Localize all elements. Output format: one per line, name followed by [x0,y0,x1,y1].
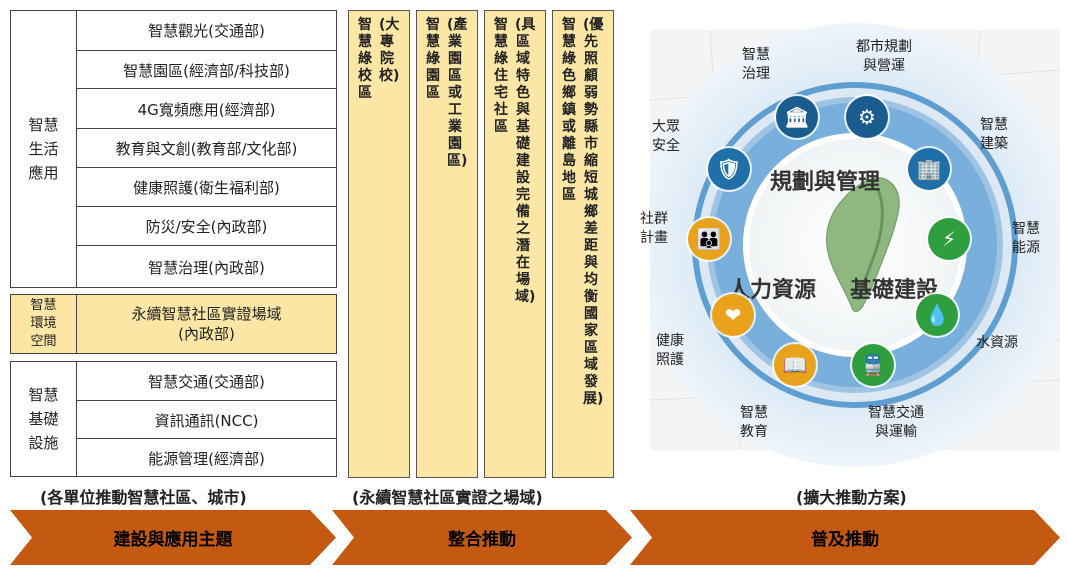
label-urban: 都市規劃 與營運 [856,39,912,74]
center-top-text: 規劃與管理 [770,170,881,195]
label-education: 智慧 教育 [740,405,768,440]
government-icon: 🏛 [776,96,818,138]
group-label: 智慧 環境 空間 [11,295,76,353]
column-residential: 智慧綠住宅社區 (具區域特色與基礎建設完備之潛在場域) [484,10,546,478]
column-sub-text: (產業園區或工業園區) [447,17,468,169]
table-row: 防災/安全(內政部) [76,206,336,246]
label-energy: 智慧 能源 [1012,221,1040,256]
group-smart-living: 智慧 生活 應用 智慧觀光(交通部) 智慧園區(經濟部/科技部) 4G寬頻應用(… [10,10,337,288]
left-caption: (各單位推動智慧社區、城市) [40,488,247,507]
arrow-label: 普及推動 [811,530,879,550]
gear-icon: ⚙ [846,96,888,138]
table-row: 4G寬頻應用(經濟部) [76,88,336,129]
column-campus: 智慧綠校區 (大專院校) [348,10,410,478]
building-icon: 🏢 [908,148,950,190]
group-smart-environment: 智慧 環境 空間 永續智慧社區實證場域 (內政部) [10,294,337,354]
group-label-text: 智慧 生活 應用 [28,116,59,182]
lightning-icon: ⚡ [928,218,970,260]
group-label-text: 智慧 基礎 設施 [28,386,59,452]
book-icon: 📖 [774,344,816,386]
label-building: 智慧 建築 [980,117,1008,152]
column-main-text: 智慧綠園區 [426,17,440,101]
train-icon: 🚆 [852,344,894,386]
column-main-text: 智慧綠色鄉鎮或離島地區 [562,17,576,203]
group-label: 智慧 生活 應用 [11,11,76,287]
table-row: 健康照護(衛生福利部) [76,167,336,207]
table-row: 永續智慧社區實證場域 (內政部) [76,295,336,353]
group-smart-infrastructure: 智慧 基礎 設施 智慧交通(交通部) 資訊通訊(NCC) 能源管理(經濟部) [10,361,337,477]
care-hands-icon: ❤ [712,294,754,336]
table-row: 智慧交通(交通部) [76,362,336,400]
label-health: 健康 照護 [656,333,684,368]
table-row: 資訊通訊(NCC) [76,400,336,439]
right-caption: (擴大推動方案) [796,488,907,507]
community-icon: 👪 [688,218,730,260]
table-row: 智慧觀光(交通部) [76,11,336,50]
column-sub-text: (大專院校) [379,17,400,84]
label-gov: 智慧 治理 [742,47,770,82]
label-community: 社群 計畫 [640,211,668,246]
arrow-step-2: 整合推動 [332,510,632,565]
arrow-label: 建設與應用主題 [113,530,233,550]
arrow-step-3: 普及推動 [630,510,1060,565]
group-label-text: 智慧 環境 空間 [30,298,57,349]
column-main-text: 智慧綠校區 [358,17,372,101]
column-main-text: 智慧綠住宅社區 [494,17,508,135]
water-drops-icon: 💧 [916,294,958,336]
middle-caption: (永續智慧社區實證之場域) [352,488,543,507]
column-park: 智慧綠園區 (產業園區或工業園區) [416,10,478,478]
table-row: 教育與文創(教育部/文化部) [76,128,336,168]
arrow-label: 整合推動 [448,530,516,550]
arrow-shape [10,510,336,565]
arrow-shape [332,510,632,565]
column-township: 智慧綠色鄉鎮或離島地區 (優先照顧弱勢縣市縮短城鄉差距與均衡國家區域發展) [552,10,614,478]
label-water: 水資源 [976,335,1018,351]
table-row: 能源管理(經濟部) [76,438,336,477]
arrow-step-1: 建設與應用主題 [10,510,336,565]
column-sub-text: (優先照顧弱勢縣市縮短城鄉差距與均衡國家區域發展) [583,17,604,407]
group-label: 智慧 基礎 設施 [11,362,76,476]
column-sub-text: (具區域特色與基礎建設完備之潛在場域) [515,17,536,305]
label-transport: 智慧交通 與運輸 [868,405,924,440]
table-row: 智慧治理(內政部) [76,245,336,288]
label-safety: 大眾 安全 [652,119,680,154]
table-row: 智慧園區(經濟部/科技部) [76,50,336,89]
shield-icon: 🛡 [708,148,750,190]
arrow-shape [630,510,1060,565]
